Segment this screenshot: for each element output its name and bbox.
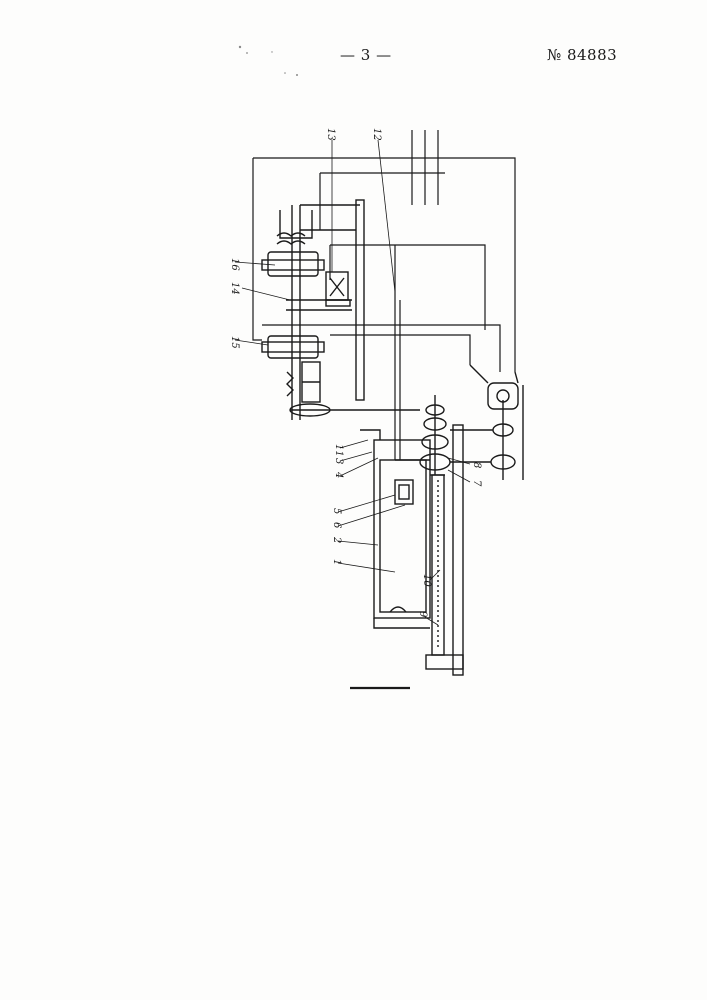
label-10: 10 [421, 574, 432, 587]
label-6: 6 [331, 522, 342, 529]
label-9: 9 [417, 611, 428, 618]
label-11: 11 [333, 444, 344, 457]
label-1: 1 [331, 559, 342, 565]
label-7: 7 [471, 480, 482, 487]
label-4: 4 [333, 471, 344, 478]
clutch-assembly [262, 200, 420, 420]
leader-lines [235, 140, 470, 625]
label-14: 14 [229, 282, 240, 295]
scan-specks [239, 46, 298, 76]
label-5: 5 [331, 508, 342, 514]
label-12: 12 [371, 128, 382, 141]
label-3: 3 [333, 458, 344, 464]
label-15: 15 [229, 336, 240, 349]
label-8: 8 [471, 462, 482, 468]
label-16: 16 [229, 258, 240, 271]
drive-pulleys [360, 365, 523, 480]
label-13: 13 [325, 128, 336, 141]
label-2: 2 [331, 536, 342, 543]
